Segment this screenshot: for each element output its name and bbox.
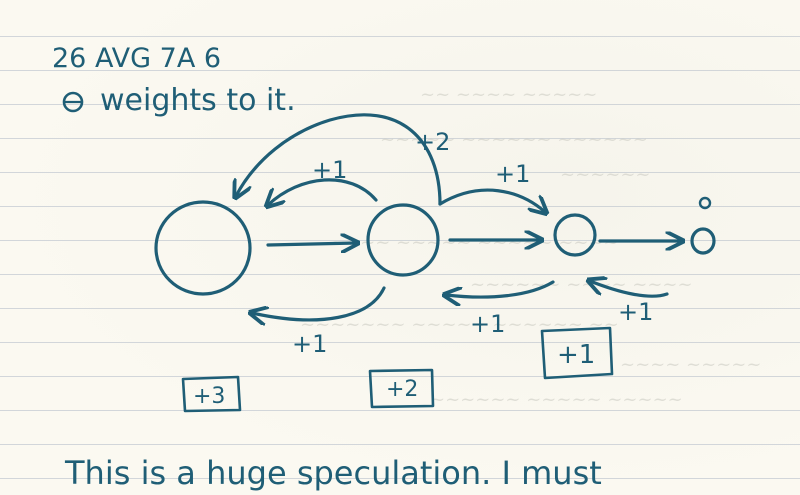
total-box-node-1: +3 xyxy=(181,375,242,413)
total-node-1: +3 xyxy=(193,384,225,409)
label-bottom-2-1: +1 xyxy=(292,330,327,358)
svg-text:~~~~~~ ~~~~ ~~~~: ~~~~~~ ~~~~ ~~~~ xyxy=(470,274,693,295)
arrow-2-to-1-long xyxy=(236,113,442,206)
svg-text:~~ ~~~~ ~~~~~: ~~ ~~~~ ~~~~~ xyxy=(420,84,597,105)
label-top-2-3: +1 xyxy=(495,160,530,188)
arrow-2-to-1-bottom xyxy=(252,286,386,320)
arrow-3-to-2-bottom xyxy=(446,280,555,297)
footer-line: This is a huge speculation. I must xyxy=(64,454,602,492)
total-node-3: +1 xyxy=(557,340,595,370)
svg-text:~~~~~ ~~~~~~ ~~~~~~: ~~~~~ ~~~~~~ ~~~~~~ xyxy=(380,129,648,150)
total-box-node-2: +2 xyxy=(368,368,435,409)
svg-text:~~~~~~~ ~~~~~ ~~~~~~ ~~: ~~~~~~~ ~~~~~ ~~~~~~ ~~ xyxy=(300,314,619,335)
label-top-long: +2 xyxy=(415,128,450,156)
arrow-4-to-3-bottom xyxy=(590,281,669,298)
arrow-2-to-1-short xyxy=(268,178,378,205)
total-box-node-3: +1 xyxy=(540,326,614,380)
bullet-icon xyxy=(62,91,84,113)
bleed-through: ~~ ~~~~ ~~~~~ ~~~~~ ~~~~~~ ~~~~~~ ~~~~~~… xyxy=(300,84,761,410)
svg-text:~~~~ ~~~~~ ~~~~~ ~~~~: ~~~~ ~~~~~ ~~~~~ ~~~~ xyxy=(330,232,619,253)
label-bottom-3-2: +1 xyxy=(470,310,505,338)
label-bottom-4-3: +1 xyxy=(618,298,653,326)
label-top-1-2: +1 xyxy=(312,156,347,184)
total-node-2: +2 xyxy=(386,377,418,402)
arrow-1-to-2 xyxy=(266,243,356,245)
node-4 xyxy=(690,227,716,255)
date-heading: 26 AVG 7A 6 xyxy=(52,43,221,74)
arrow-3-to-2 xyxy=(438,188,545,212)
node-3 xyxy=(553,213,597,257)
node-1 xyxy=(154,200,252,296)
small-circle-mark xyxy=(698,196,712,210)
svg-text:~~~~~~ ~~~~~ ~~~~~: ~~~~~~ ~~~~~ ~~~~~ xyxy=(430,389,683,410)
heading-line: weights to it. xyxy=(100,83,296,118)
node-2 xyxy=(366,203,440,277)
svg-text:~~~~~~: ~~~~~~ xyxy=(560,164,651,185)
svg-text:~~~~ ~~~~~: ~~~~ ~~~~~ xyxy=(620,354,761,375)
